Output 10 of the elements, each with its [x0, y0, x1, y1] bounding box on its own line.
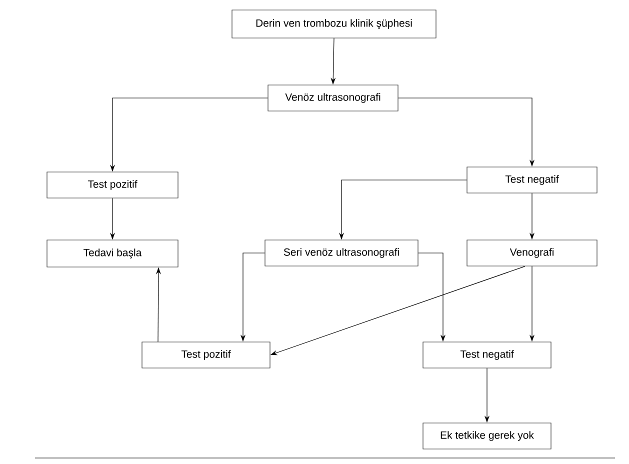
- process-box: Test pozitif: [142, 342, 270, 368]
- process-box: Tedavi başla: [46, 240, 178, 268]
- process-box: Venografi: [466, 240, 598, 266]
- process-box: Derin ven trombozu klinik şüphesi: [232, 10, 436, 38]
- process-box: Test pozitif: [46, 172, 178, 198]
- process-box: Test negatif: [422, 342, 552, 368]
- process-box: Test negatif: [466, 166, 598, 194]
- process-box: Seri venöz ultrasonografi: [264, 240, 418, 266]
- process-box: Ek tetkike gerek yok: [422, 422, 552, 450]
- process-box: Venöz ultrasonografi: [268, 84, 398, 112]
